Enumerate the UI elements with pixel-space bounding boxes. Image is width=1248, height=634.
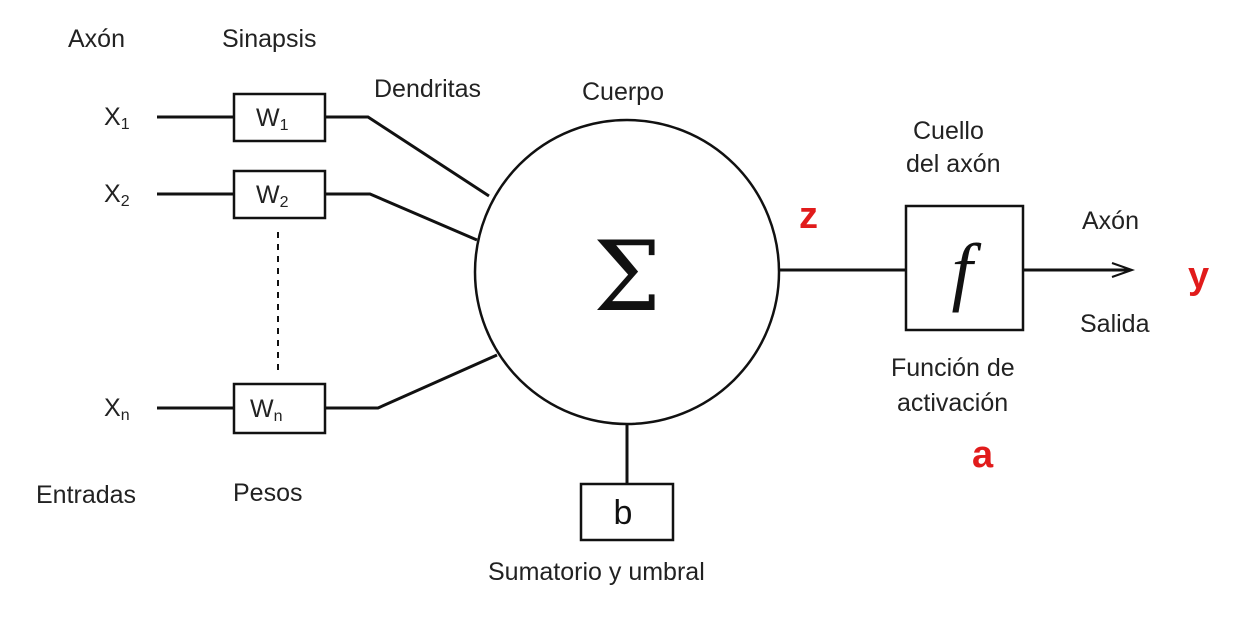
weight-w2: W2	[256, 181, 289, 211]
summation-symbol: Σ	[593, 221, 661, 333]
output-label: Salida	[1080, 310, 1150, 338]
bias-symbol: b	[614, 494, 633, 532]
inputs-label: Entradas	[36, 481, 136, 509]
output-arrowhead	[1111, 262, 1136, 278]
axon-output-label: Axón	[1082, 207, 1139, 235]
body-label: Cuerpo	[582, 78, 664, 106]
dendrites-label: Dendritas	[374, 75, 481, 103]
axon-neck-label-line1: Cuello	[913, 117, 984, 145]
dendrite-1	[325, 115, 490, 198]
weight-box-w2	[232, 169, 327, 220]
activation-label-line2: activación	[897, 389, 1008, 417]
dendrite-2	[325, 192, 478, 242]
a-annotation: a	[972, 434, 994, 476]
input-x1: X1	[104, 103, 130, 133]
weight-box-wn	[232, 382, 327, 435]
bias-box	[579, 482, 675, 542]
synapse-label: Sinapsis	[222, 25, 317, 53]
weight-wn: Wn	[250, 395, 283, 425]
y-annotation: y	[1188, 255, 1209, 297]
sum-threshold-label: Sumatorio y umbral	[488, 558, 705, 586]
input-x2: X2	[104, 180, 130, 210]
weight-box-w1	[232, 92, 327, 143]
dendrite-n	[325, 353, 498, 410]
z-annotation: z	[799, 195, 818, 237]
activation-function-box	[904, 204, 1025, 332]
input-xn: Xn	[104, 394, 130, 424]
activation-label-line1: Función de	[891, 354, 1015, 382]
axon-neck-label-line2: del axón	[906, 150, 1001, 178]
axon-label-top-left: Axón	[68, 25, 125, 53]
weight-w1: W1	[256, 104, 289, 134]
weights-label: Pesos	[233, 479, 302, 507]
